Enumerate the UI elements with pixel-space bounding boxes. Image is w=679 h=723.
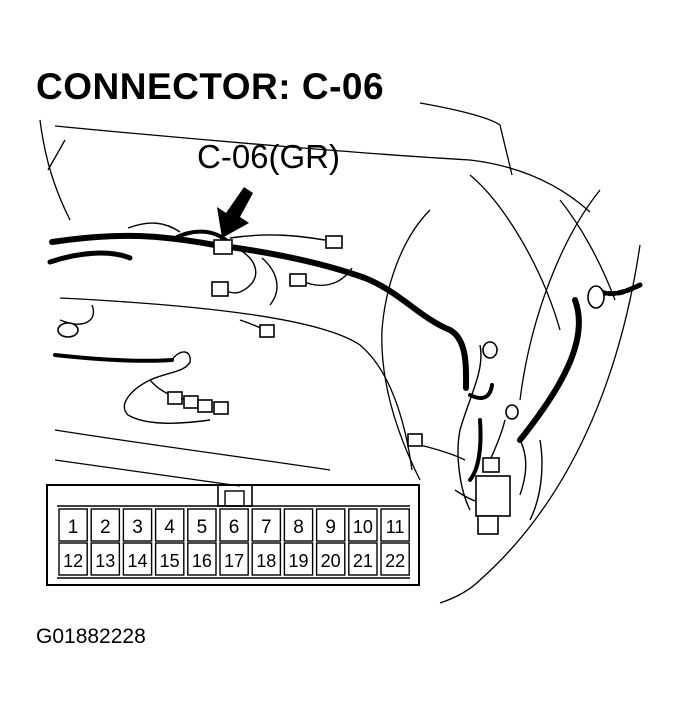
pin-cavity-10 (348, 508, 378, 542)
pin-number-21: 21 (353, 551, 373, 571)
pin-number-19: 19 (288, 551, 308, 571)
pin-number-20: 20 (321, 551, 341, 571)
pin-cavity-12 (58, 542, 88, 576)
pin-number-5: 5 (197, 517, 208, 538)
pin-cavity-21 (348, 542, 378, 576)
pin-number-17: 17 (224, 551, 244, 571)
pin-number-16: 16 (192, 551, 212, 571)
pin-number-10: 10 (353, 517, 373, 537)
pin-cavity-4 (154, 508, 185, 542)
pin-number-12: 12 (63, 551, 83, 571)
pin-number-13: 13 (95, 551, 115, 571)
pin-cavity-20 (315, 542, 346, 576)
pin-number-8: 8 (293, 517, 304, 538)
figure-id: G01882228 (36, 625, 146, 648)
pin-cavity-14 (122, 542, 153, 576)
pin-cavity-18 (251, 542, 282, 576)
connector-key-outer (217, 484, 253, 507)
pin-number-4: 4 (164, 517, 175, 538)
pin-cavity-6 (219, 508, 249, 542)
c06-pointer-arrow (217, 187, 253, 238)
pin-cavity-1 (58, 508, 88, 542)
pin-cavity-17 (219, 542, 249, 576)
pin-cavity-2 (90, 508, 121, 542)
page-title: CONNECTOR: C-06 (36, 66, 385, 107)
body-panel-outlines (39, 102, 641, 604)
pin-number-7: 7 (261, 517, 272, 538)
pin-number-9: 9 (325, 517, 336, 538)
main-harness (47, 229, 643, 482)
pin-number-3: 3 (132, 517, 143, 538)
pin-cavity-7 (251, 508, 282, 542)
connector-callout-label: C-06(GR) (197, 138, 341, 175)
pin-cavity-16 (187, 542, 217, 576)
harness-connectors (57, 235, 605, 535)
connector-key-inner (224, 490, 245, 507)
pin-cavity-15 (154, 542, 185, 576)
pin-cavity-5 (187, 508, 217, 542)
pin-number-22: 22 (385, 551, 405, 571)
pin-cavity-9 (315, 508, 346, 542)
pin-number-1: 1 (68, 517, 79, 538)
pin-number-2: 2 (100, 517, 111, 538)
pin-number-18: 18 (256, 551, 276, 571)
pin-cavity-19 (283, 542, 314, 576)
pin-number-11: 11 (386, 517, 405, 537)
pin-number-6: 6 (229, 517, 240, 538)
branch-wires (59, 222, 543, 521)
pin-number-14: 14 (127, 551, 147, 571)
pin-cavity-11 (380, 508, 410, 542)
pin-cavity-13 (90, 542, 121, 576)
pin-cavity-3 (122, 508, 153, 542)
pin-number-15: 15 (160, 551, 180, 571)
pin-cavity-22 (380, 542, 410, 576)
pin-cavity-8 (283, 508, 314, 542)
